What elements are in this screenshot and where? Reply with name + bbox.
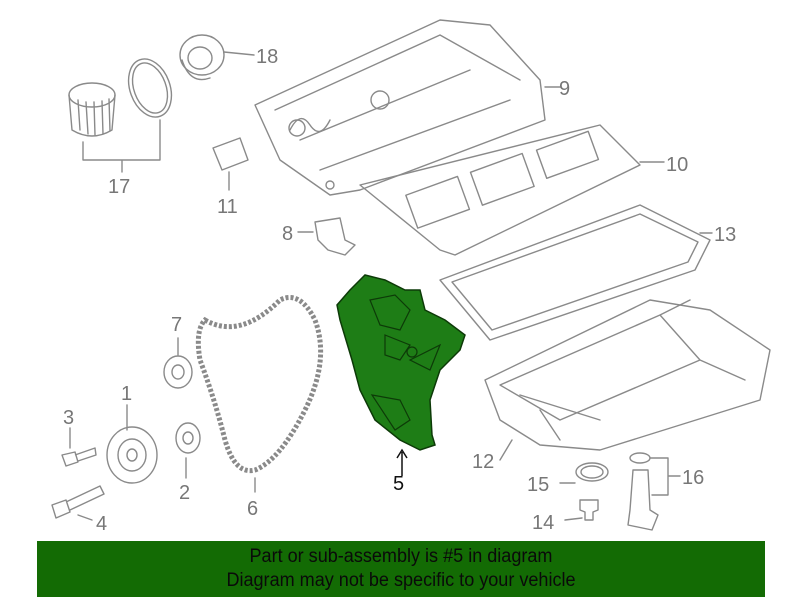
oil-level-sensor-part — [627, 452, 681, 531]
banner-line-1: Part or sub-assembly is #5 in diagram — [249, 546, 553, 567]
oil-filter-part — [68, 58, 173, 173]
callout-7: 7 — [171, 314, 182, 336]
gear-part — [175, 422, 201, 479]
valve-cover-gasket-part — [359, 124, 665, 256]
timing-chain-part — [195, 295, 324, 493]
callout-11: 11 — [217, 196, 238, 218]
oil-filter-cap-part — [179, 34, 255, 81]
timing-cover-part-5 — [336, 274, 466, 476]
seal-ring-part — [559, 462, 609, 484]
callout-15: 15 — [527, 474, 549, 496]
callout-13: 13 — [714, 224, 736, 246]
callout-18: 18 — [256, 46, 278, 68]
banner-line-2: Diagram may not be specific to your vehi… — [226, 570, 576, 591]
callout-17: 17 — [108, 176, 130, 198]
callout-12: 12 — [472, 451, 494, 473]
callout-1: 1 — [121, 383, 132, 405]
callout-4: 4 — [96, 513, 107, 535]
oil-pan-gasket-part — [439, 204, 713, 341]
callout-10: 10 — [666, 154, 688, 176]
drain-plug-part — [564, 499, 599, 521]
callout-6: 6 — [247, 498, 258, 520]
valve-cover-part — [254, 19, 561, 196]
sensor-part — [297, 217, 356, 256]
callout-5: 5 — [393, 473, 404, 495]
seal-part — [212, 137, 249, 191]
notice-banner: Part or sub-assembly is #5 in diagram Di… — [37, 541, 765, 597]
sprocket-part — [163, 337, 193, 389]
callout-9: 9 — [559, 78, 570, 100]
pulley-part — [106, 404, 158, 484]
bolt-part-4 — [51, 485, 105, 521]
oil-pan-part — [484, 299, 771, 461]
bolt-part-3 — [61, 427, 97, 467]
callout-8: 8 — [282, 223, 293, 245]
callout-3: 3 — [63, 407, 74, 429]
callout-2: 2 — [179, 482, 190, 504]
callout-16: 16 — [682, 467, 704, 489]
callout-14: 14 — [532, 512, 554, 534]
